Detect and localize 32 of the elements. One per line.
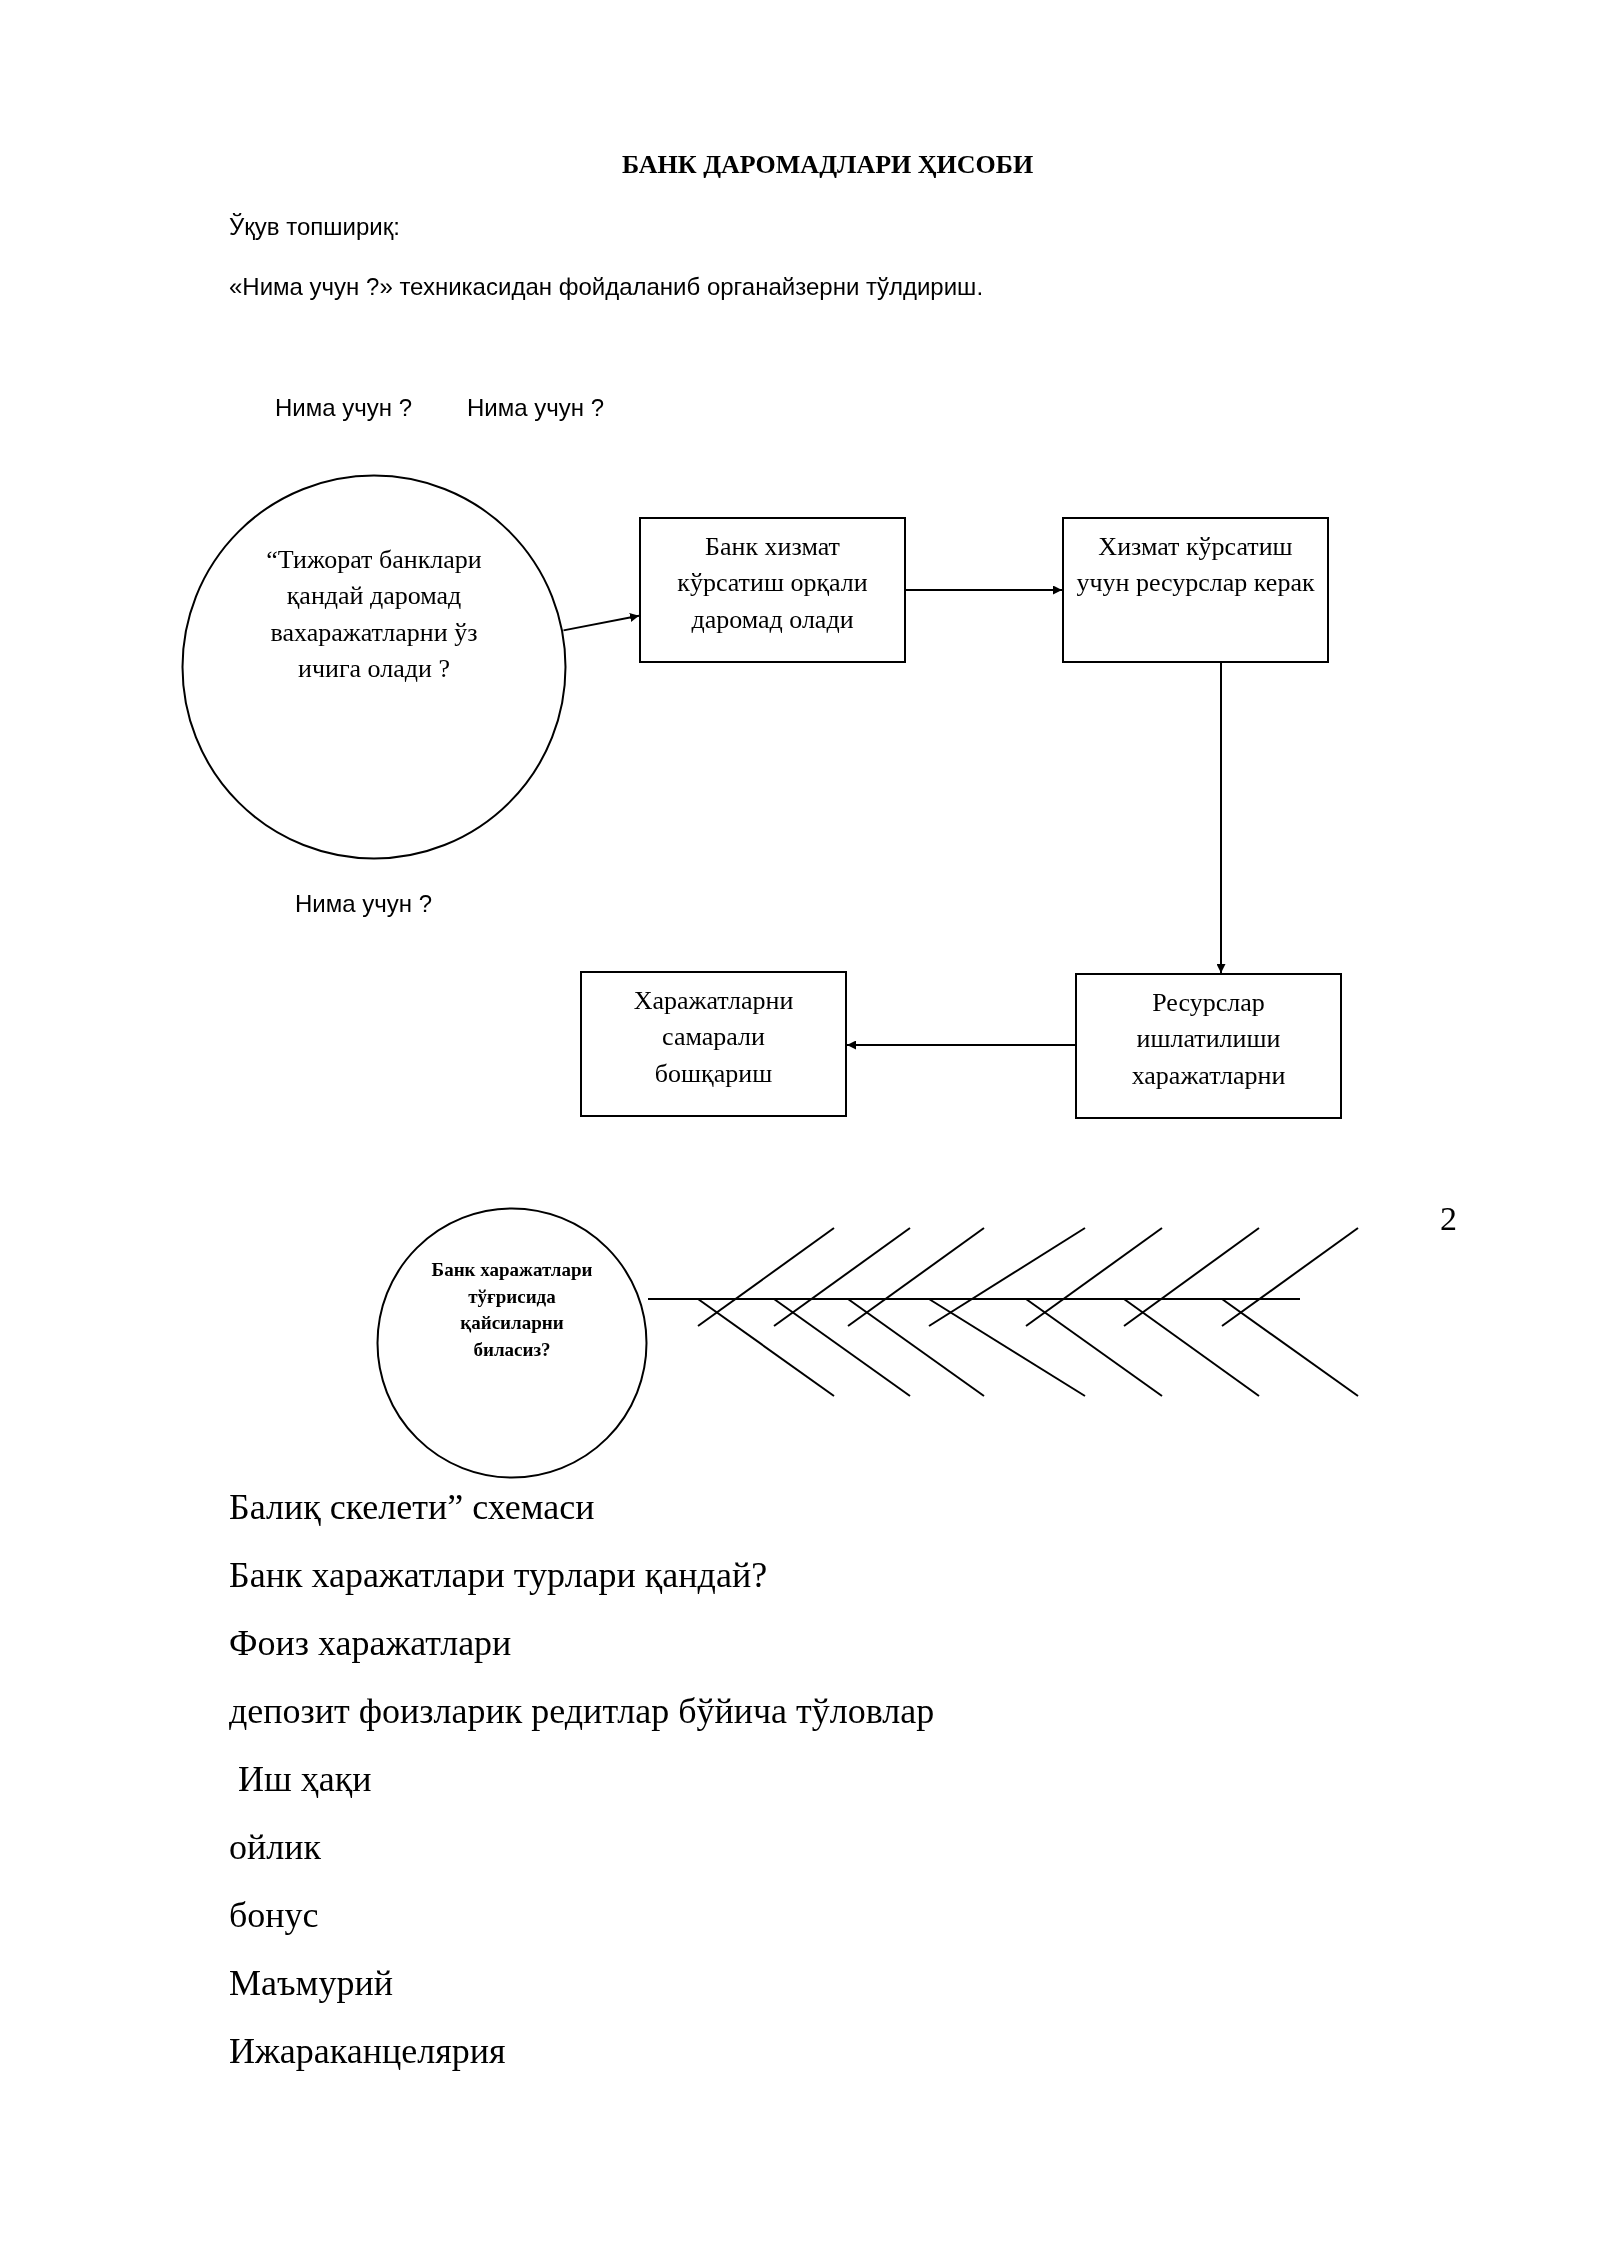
- body-text: Маъмурий: [229, 1962, 393, 2004]
- subheading: Ўқув топшириқ:: [229, 213, 400, 241]
- question-label: Нима учун ?: [275, 394, 413, 422]
- arrow: [1216, 662, 1226, 974]
- process-box: [639, 517, 906, 663]
- body-text: Фоиз харажатлари: [229, 1622, 512, 1664]
- body-text: Иш ҳақи: [237, 1758, 372, 1800]
- arrow: [905, 585, 1063, 595]
- node-text: Харажатларни самарали бошқариш: [632, 985, 795, 1090]
- arrow: [562, 613, 640, 632]
- node-text: Ресурслар ишлатилиши харажатларни: [1130, 987, 1287, 1092]
- arrow: [846, 1040, 1076, 1050]
- title: БАНК ДАРОМАДЛАРИ ҲИСОБИ: [622, 150, 1034, 180]
- body-text: бонус: [229, 1894, 319, 1936]
- body-text: ойлик: [229, 1826, 321, 1868]
- node-text: Хизмат кўрсатиш учун ресурслар керак: [1075, 531, 1316, 600]
- instruction-text: «Нима учун ?» техникасидан фойдаланиб органайзерни тўлдириш.: [229, 273, 984, 301]
- process-box: [580, 971, 847, 1117]
- body-text: Ижараканцелярия: [229, 2030, 506, 2072]
- page-number: 2: [1440, 1200, 1457, 1238]
- question-circle: [376, 1207, 648, 1479]
- question-circle: [181, 474, 567, 860]
- process-box: [1075, 973, 1342, 1119]
- question-label: Нима учун ?: [295, 890, 433, 918]
- node-text: Банк харажатлари тўғрисида қайсиларни биласиз?: [430, 1258, 594, 1362]
- node-text: Банк хизмат кўрсатиш орқали даромад олади: [676, 531, 869, 636]
- body-text: Банк харажатлари турлари қандай?: [229, 1554, 768, 1596]
- node-text: “Тижорат банклари қандай даромад вахаражатларни ўз ичига олади ?: [265, 544, 483, 686]
- process-box: [1062, 517, 1329, 663]
- body-text: депозит фоизларик редитлар бўйича тўловлар: [229, 1690, 935, 1732]
- body-text: Балиқ скелети” схемаси: [229, 1486, 595, 1528]
- question-label: Нима учун ?: [467, 394, 605, 422]
